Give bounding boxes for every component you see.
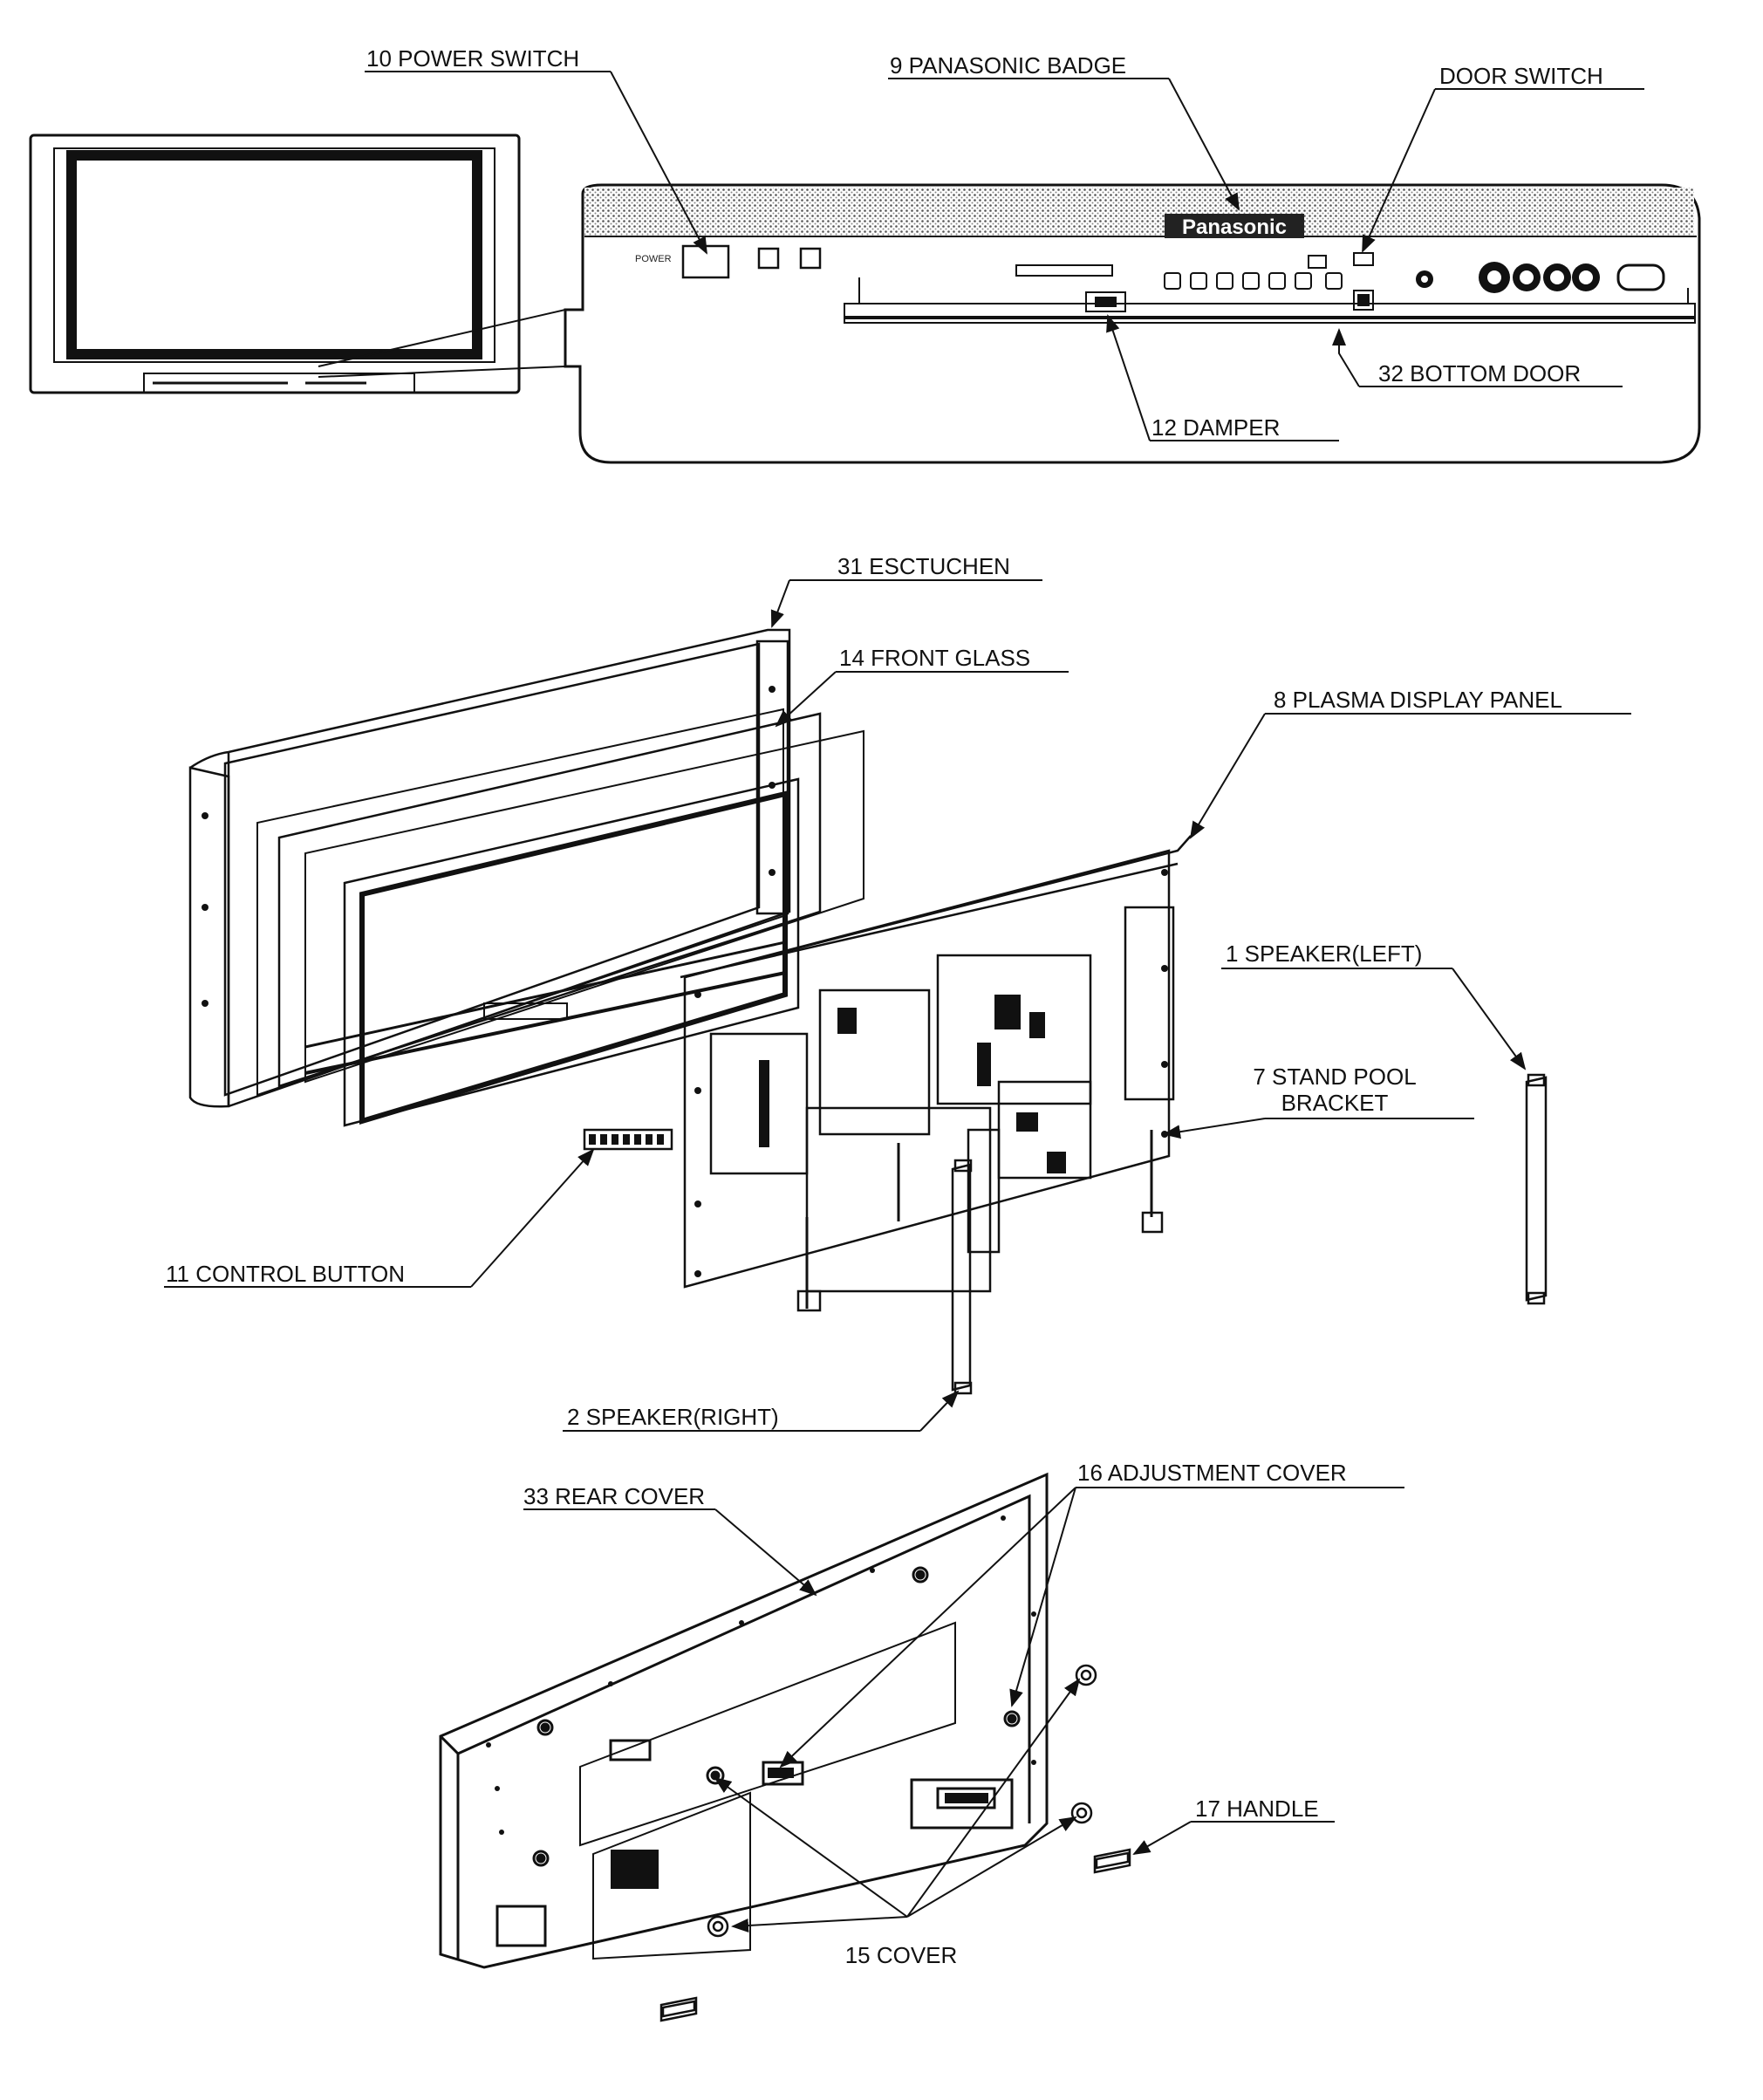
escutcheon-frame [188, 628, 791, 1108]
label-damper: 12 DAMPER [1151, 414, 1280, 441]
speaker-right [951, 1159, 973, 1395]
label-control-button: 11 CONTROL BUTTON [166, 1261, 405, 1287]
label-stand-pool-2: BRACKET [1281, 1090, 1389, 1116]
label-rear-cover: 33 REAR COVER [523, 1483, 705, 1509]
label-plasma-panel: 8 PLASMA DISPLAY PANEL [1274, 687, 1562, 713]
label-panasonic-badge: 9 PANASONIC BADGE [890, 52, 1126, 79]
rear-cover [439, 1472, 1049, 1969]
label-cover: 15 COVER [845, 1942, 958, 1968]
label-adjustment-cover: 16 ADJUSTMENT COVER [1077, 1460, 1347, 1486]
label-escutcheon: 31 ESCTUCHEN [837, 553, 1010, 579]
label-stand-pool-1: 7 STAND POOL [1253, 1064, 1416, 1090]
zoomed-control-panel: POWER [564, 183, 1701, 464]
control-button-strip [583, 1128, 673, 1151]
tv-front-view [29, 133, 521, 394]
power-text: POWER [635, 254, 672, 264]
label-speaker-left: 1 SPEAKER(LEFT) [1226, 941, 1422, 967]
loose-covers [707, 1664, 1097, 1938]
zoom-lines [318, 309, 566, 378]
label-power-switch: 10 POWER SWITCH [366, 45, 579, 72]
label-handle: 17 HANDLE [1195, 1796, 1319, 1822]
loose-handles [659, 1848, 1131, 2022]
vga-connector-icon [1616, 263, 1665, 291]
middle-labels [164, 579, 1631, 1432]
label-speaker-right: 2 SPEAKER(RIGHT) [567, 1404, 779, 1430]
door-switch [1353, 252, 1374, 266]
label-door-switch: DOOR SWITCH [1439, 63, 1603, 89]
speaker-left [1525, 1073, 1548, 1305]
label-bottom-door: 32 BOTTOM DOOR [1378, 360, 1581, 386]
badge-text: Panasonic [1182, 215, 1287, 239]
front-glass [256, 708, 864, 1127]
damper [1085, 291, 1126, 312]
top-labels [365, 71, 1644, 441]
panasonic-badge [1165, 214, 1304, 238]
label-front-glass: 14 FRONT GLASS [839, 645, 1030, 671]
bottom-labels [523, 1487, 1404, 1932]
